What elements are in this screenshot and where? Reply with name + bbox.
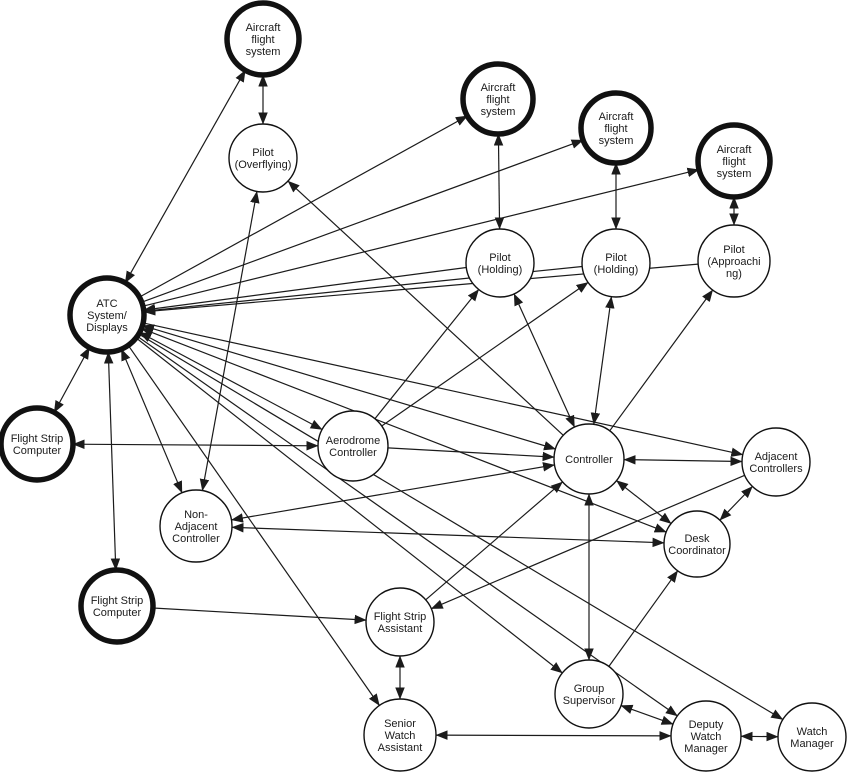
edge-ctrl-adj bbox=[623, 455, 743, 467]
node-ph2-circle bbox=[581, 228, 651, 298]
node-adj-circle bbox=[741, 427, 811, 497]
node-afs4-circle bbox=[695, 122, 773, 200]
edge-ph1-atc bbox=[143, 266, 467, 314]
node-afs3-circle bbox=[578, 90, 654, 166]
edge-nac-ctrl bbox=[231, 462, 555, 523]
edge-swa-dwm bbox=[435, 730, 672, 741]
edge-ctrl-pa bbox=[609, 289, 714, 432]
node-aero-circle bbox=[317, 410, 389, 482]
node-nac-circle bbox=[159, 489, 233, 563]
edge-desk-adj bbox=[719, 486, 753, 521]
edge-ctrl-ph2 bbox=[590, 296, 615, 425]
edge-fsa-ctrl bbox=[425, 481, 563, 601]
node-swa-circle bbox=[363, 698, 437, 772]
node-fsc1-circle bbox=[0, 405, 76, 483]
node-ph2: Pilot(Holding) bbox=[581, 228, 651, 298]
node-dwm-circle bbox=[670, 700, 742, 772]
edge-aero-ph2 bbox=[381, 281, 589, 427]
node-fsc2-circle bbox=[78, 567, 156, 645]
edge-ctrl-ph1 bbox=[513, 293, 576, 428]
edge-ctrl-desk bbox=[616, 480, 672, 525]
node-ctrl-label: Controller bbox=[565, 454, 613, 466]
edge-fsc1-aero bbox=[72, 439, 319, 451]
node-ph2-label: Pilot(Holding) bbox=[594, 252, 639, 276]
node-po: Pilot(Overflying) bbox=[228, 123, 298, 193]
node-desk-circle bbox=[663, 510, 731, 578]
edge-aero-ph1 bbox=[374, 289, 480, 420]
edge-adj-fsa bbox=[430, 474, 745, 610]
edge-fsc2-fsa bbox=[152, 607, 367, 625]
edge-atc-aero bbox=[139, 331, 323, 431]
node-gs-circle bbox=[554, 659, 624, 729]
node-afs2-circle bbox=[460, 61, 536, 137]
edge-atc-nac bbox=[120, 348, 183, 494]
edge-afs2-ph1 bbox=[493, 133, 505, 230]
node-po-label: Pilot(Overflying) bbox=[235, 147, 292, 171]
node-ph1-label: Pilot(Holding) bbox=[478, 252, 523, 276]
node-ctrl-circle bbox=[553, 423, 625, 495]
edge-gs-desk bbox=[608, 570, 679, 667]
edge-atc-afs1 bbox=[124, 69, 246, 284]
edge-ctrl-po bbox=[287, 180, 564, 436]
node-atc-circle bbox=[67, 275, 147, 355]
edge-aero-ctrl bbox=[387, 447, 555, 462]
edge-nac-po bbox=[199, 191, 260, 492]
node-ph1-circle bbox=[465, 228, 535, 298]
edge-atc-fsc2 bbox=[103, 351, 121, 571]
node-ctrl: Controller bbox=[553, 423, 625, 495]
node-ph1: Pilot(Holding) bbox=[465, 228, 535, 298]
node-fsa-circle bbox=[365, 587, 435, 657]
edges-layer bbox=[53, 69, 784, 742]
node-po-circle bbox=[228, 123, 298, 193]
edge-atc-fsc1 bbox=[53, 347, 90, 413]
node-pa-circle bbox=[697, 224, 771, 298]
edge-gs-dwm bbox=[620, 704, 674, 725]
node-afs1-circle bbox=[224, 0, 302, 78]
node-wm-circle bbox=[777, 702, 847, 772]
edge-atc-adj bbox=[142, 322, 744, 457]
edge-nac-desk bbox=[231, 522, 665, 548]
edge-atc-afs2 bbox=[139, 115, 468, 298]
